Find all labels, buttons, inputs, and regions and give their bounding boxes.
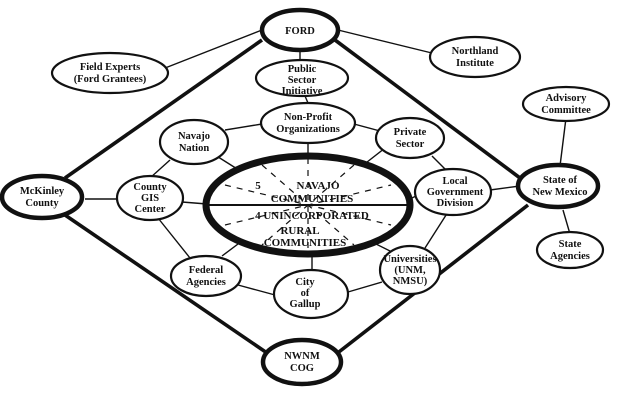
node-ford: FORD	[259, 7, 341, 53]
federal-ellipse	[169, 254, 243, 298]
edge-federal-gis	[157, 217, 191, 259]
center-node: 5 NAVAJO COMMUNITIES 4 UNINCORPORATED RU…	[202, 152, 414, 258]
edge-nonprofit-private	[353, 123, 381, 132]
field-experts-ellipse	[50, 51, 170, 95]
universities-label: Universities(UNM,NMSU)	[383, 254, 436, 287]
edge-navajo-nonprofit	[224, 123, 263, 131]
edge-ford-mckinley	[63, 38, 264, 180]
center-line3: 4 UNINCORPORATED	[255, 210, 369, 222]
northland-ellipse	[428, 35, 522, 79]
navajo-nation-ellipse	[158, 118, 230, 166]
edge-ford-northland	[337, 29, 441, 56]
edge-state-advisory	[559, 117, 567, 167]
edge-ford-state	[333, 38, 522, 180]
center-line4: RURAL	[280, 225, 319, 237]
center-line5: COMMUNITIES	[264, 237, 347, 249]
state-agencies-ellipse	[535, 230, 605, 270]
gallup-ellipse	[272, 268, 350, 320]
nwnm-ellipse	[260, 337, 344, 387]
edge-public-nonprofit	[304, 95, 309, 104]
public-sector-ellipse	[254, 58, 350, 98]
universities-ellipse	[378, 244, 442, 296]
advisory-ellipse	[521, 85, 611, 123]
edge-state-agencies	[562, 209, 571, 235]
node-universities: Universities(UNM,NMSU)	[378, 244, 442, 296]
edge-universities-gallup	[347, 281, 383, 293]
edge-ford-fieldexperts	[159, 29, 263, 71]
center-line2: COMMUNITIES	[271, 193, 354, 205]
mckinley-ellipse	[0, 173, 85, 221]
node-field-experts: Field Experts(Ford Grantees)	[50, 51, 170, 95]
center-line1-word: NAVAJO	[297, 180, 340, 192]
local-gov-ellipse	[413, 167, 493, 217]
nonprofit-ellipse	[259, 101, 357, 145]
private-sector-ellipse	[374, 116, 446, 160]
edge-mckinley-nwnm	[63, 213, 272, 357]
state-nm-ellipse	[515, 162, 601, 210]
edge-gallup-federal	[237, 284, 276, 296]
county-gis-ellipse	[115, 174, 185, 222]
ford-ellipse	[259, 7, 341, 53]
edge-local-universities	[424, 211, 449, 249]
ford-label: FORD	[285, 26, 315, 37]
center-line1-number: 5	[255, 180, 261, 192]
field-experts-label: Field Experts(Ford Grantees)	[74, 62, 147, 85]
edge-local-state	[489, 185, 521, 191]
